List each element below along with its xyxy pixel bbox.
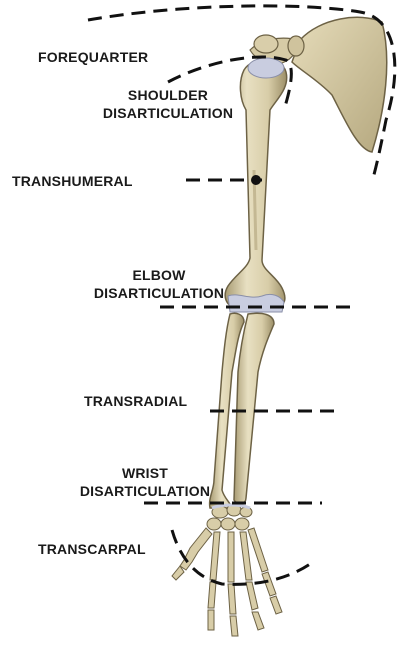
label-elbow-line1: ELBOW (90, 266, 228, 284)
label-shoulder-line2: DISARTICULATION (98, 104, 238, 122)
label-shoulder-disarticulation: SHOULDER DISARTICULATION (98, 86, 238, 122)
label-transradial: TRANSRADIAL (84, 392, 187, 410)
label-wrist-disarticulation: WRIST DISARTICULATION (76, 464, 214, 500)
label-transhumeral: TRANSHUMERAL (12, 172, 133, 190)
label-shoulder-line1: SHOULDER (98, 86, 238, 104)
label-wrist-line2: DISARTICULATION (76, 482, 214, 500)
elbow-joint-cartilage (228, 294, 284, 312)
ulna (234, 313, 274, 503)
shoulder-joint-cartilage (248, 58, 284, 78)
label-elbow-disarticulation: ELBOW DISARTICULATION (90, 266, 228, 302)
label-wrist-line1: WRIST (76, 464, 214, 482)
label-transcarpal: TRANSCARPAL (38, 540, 146, 558)
label-elbow-line2: DISARTICULATION (90, 284, 228, 302)
label-forequarter: FOREQUARTER (38, 48, 148, 66)
carpal-bones (207, 504, 252, 530)
transhumeral-marker (251, 175, 261, 185)
